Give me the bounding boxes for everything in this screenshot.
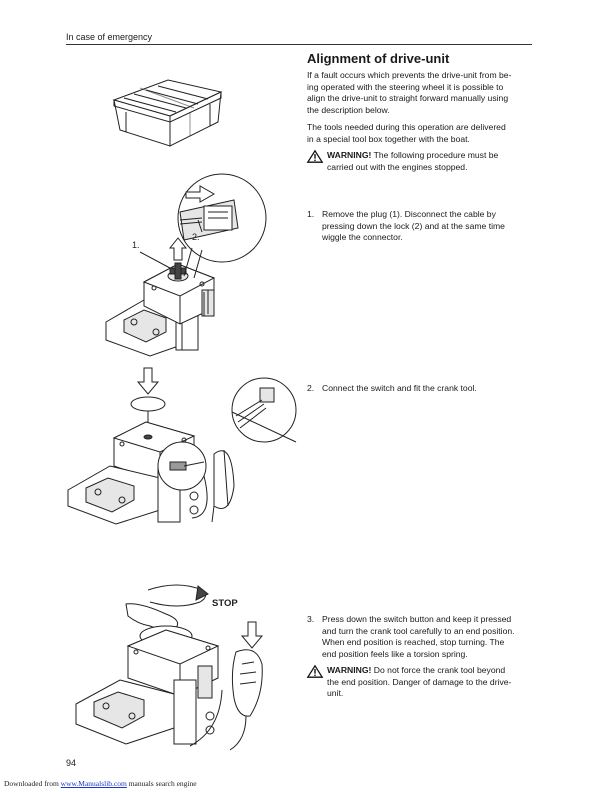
warning-label: WARNING! — [327, 665, 372, 675]
intro-paragraph: If a fault occurs which prevents the dri… — [307, 70, 533, 116]
footer-suffix: manuals search engine — [126, 779, 197, 788]
remove-plug-illustration: 1. 2. — [105, 173, 267, 357]
figure-callout-1: 1. — [132, 240, 140, 250]
header-rule — [66, 44, 532, 45]
connect-switch-illustration — [67, 367, 297, 525]
step-3: 3. Press down the switch button and keep… — [307, 614, 533, 660]
intro-line: align the drive-unit to straight forward… — [307, 93, 509, 104]
intro-line: If a fault occurs which prevents the dri… — [307, 70, 512, 80]
warning-note: WARNING! Do not force the crank tool bey… — [306, 664, 533, 700]
step-number: 3. — [307, 614, 315, 624]
tool-box-illustration — [112, 79, 223, 147]
step-line: wiggle the connector. — [322, 232, 403, 243]
step-2: 2. Connect the switch and fit the crank … — [307, 383, 533, 395]
warning-text: Do not force the crank tool beyond — [371, 665, 506, 675]
step-line: pressing down the lock (2) and at the sa… — [322, 220, 505, 231]
warning-text: unit. — [327, 688, 344, 699]
step-number: 1. — [307, 209, 315, 219]
warning-triangle-icon — [306, 664, 324, 678]
step-line: end position feels like a torsion spring… — [322, 648, 468, 659]
warning-label: WARNING! — [327, 150, 372, 160]
footer-prefix: Downloaded from — [4, 779, 61, 788]
step-1: 1. Remove the plug (1). Disconnect the c… — [307, 209, 533, 244]
page-number: 94 — [66, 758, 77, 768]
intro-line: ing operated with the steering wheel it … — [307, 81, 504, 92]
download-footer: Downloaded from www.Manualslib.com manua… — [4, 779, 197, 788]
step-line: Connect the switch and fit the crank too… — [322, 383, 477, 393]
stop-label: STOP — [212, 598, 238, 609]
warning-note: WARNING! The following procedure must be… — [306, 149, 533, 173]
manualslib-link[interactable]: www.Manualslib.com — [60, 779, 127, 788]
warning-text: the end position. Danger of damage to th… — [327, 676, 512, 687]
warning-triangle-icon — [306, 149, 324, 163]
warning-text: carried out with the engines stopped. — [327, 161, 468, 172]
section-title: In case of emergency — [66, 32, 153, 42]
tools-line: The tools needed during this operation a… — [307, 122, 506, 132]
step-line: When end position is reached, stop turni… — [322, 637, 505, 648]
step-line: and turn the crank tool carefully to an … — [322, 625, 515, 636]
step-line: Press down the switch button and keep it… — [322, 614, 512, 624]
tools-paragraph: The tools needed during this operation a… — [307, 122, 533, 145]
figure-callout-2: 2. — [192, 232, 200, 242]
warning-text: The following procedure must be — [371, 150, 499, 160]
tools-line: in a special tool box together with the … — [307, 133, 470, 144]
intro-line: the description below. — [307, 104, 390, 115]
step-number: 2. — [307, 383, 315, 393]
crank-tool-illustration: STOP — [75, 584, 264, 751]
article-title: Alignment of drive-unit — [307, 51, 450, 66]
step-line: Remove the plug (1). Disconnect the cabl… — [322, 209, 496, 219]
